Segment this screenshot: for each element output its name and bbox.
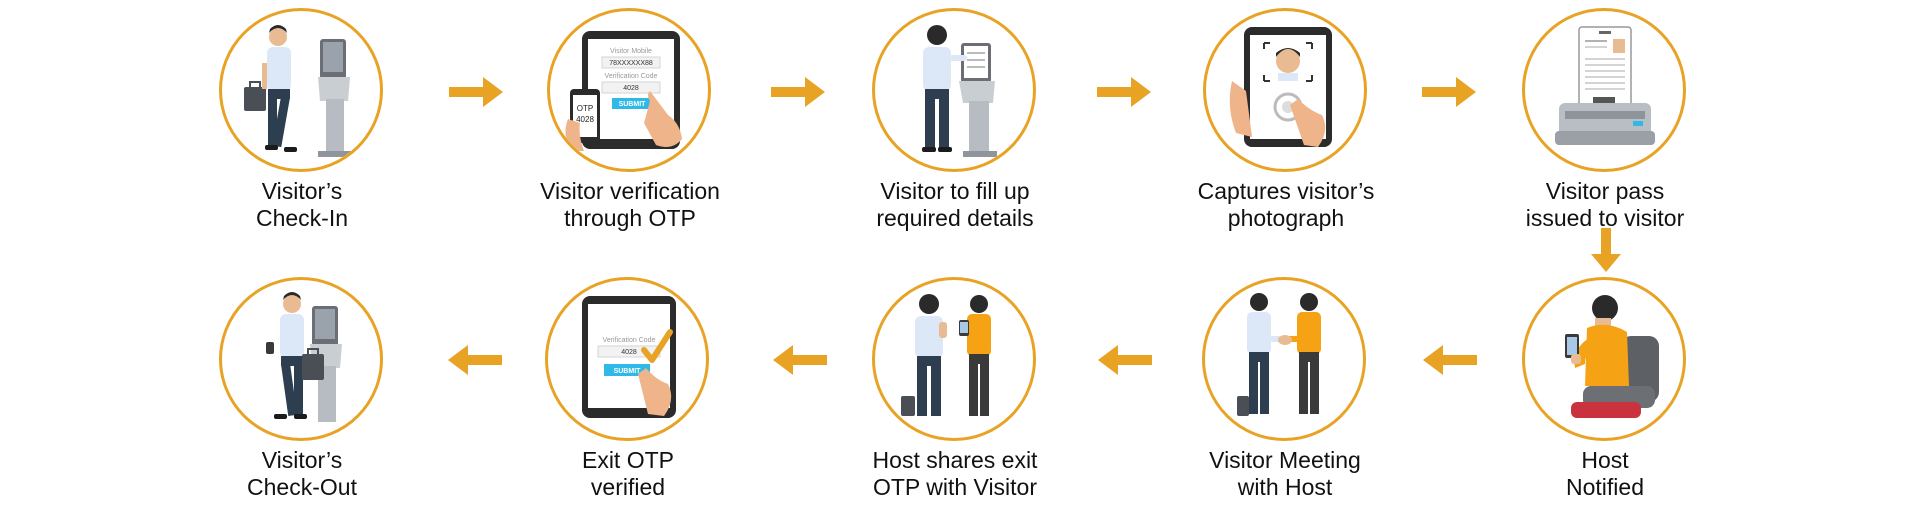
step-visitor-pass: Visitor pass issued to visitor — [1455, 8, 1755, 248]
host-shares-otp-icon — [872, 277, 1036, 441]
arrow-right-icon — [1097, 77, 1151, 107]
visitor-at-kiosk-icon — [872, 8, 1036, 172]
otp-submit-button: SUBMIT — [619, 101, 647, 108]
step-visitor-checkin: Visitor’s Check-In — [152, 8, 452, 248]
step-label: Visitor Meeting with Host — [1135, 447, 1435, 501]
step-label: Exit OTP verified — [478, 447, 778, 501]
step-label-line1: Visitor pass — [1545, 178, 1665, 204]
step-label-line2: issued to visitor — [1525, 205, 1685, 231]
tablet-photo-capture-icon — [1203, 8, 1367, 172]
step-label-line1: Exit OTP — [581, 447, 674, 473]
step-label-line2: photograph — [1227, 205, 1345, 231]
phone-otp-value: 4028 — [576, 115, 594, 124]
step-label-line1: Captures visitor’s — [1197, 178, 1375, 204]
step-exit-otp-verified: Verification Code 4028 SUBMIT Exit OTP v… — [478, 277, 778, 517]
step-otp-verification: Visitor Mobile 78XXXXXX88 Verification C… — [480, 8, 780, 248]
step-host-notified: Host Notified — [1455, 277, 1755, 517]
arrow-right-icon — [1422, 77, 1476, 107]
step-label: Visitor pass issued to visitor — [1455, 178, 1755, 232]
step-label-line2: required details — [876, 205, 1034, 231]
step-meeting: Visitor Meeting with Host — [1135, 277, 1435, 517]
step-label-line2: OTP with Visitor — [872, 474, 1038, 500]
step-label: Visitor verification through OTP — [480, 178, 780, 232]
arrow-down-icon — [1591, 228, 1621, 272]
otp-field2-value: 4028 — [623, 85, 639, 92]
step-label: Host shares exit OTP with Visitor — [805, 447, 1105, 501]
handshake-meeting-icon — [1202, 277, 1366, 441]
arrow-left-icon — [1423, 345, 1477, 375]
otp-field1-label: Visitor Mobile — [610, 48, 652, 55]
step-label-line1: Host shares exit — [872, 447, 1038, 473]
arrow-left-icon — [1098, 345, 1152, 375]
step-label: Visitor to fill up required details — [805, 178, 1105, 232]
arrow-left-icon — [448, 345, 502, 375]
otp-field1-value: 78XXXXXX88 — [609, 60, 653, 67]
step-label-line1: Host — [1581, 447, 1629, 473]
host-notified-phone-icon — [1522, 277, 1686, 441]
step-label-line2: Check-In — [255, 205, 349, 231]
tablet-otp-verification-icon: Visitor Mobile 78XXXXXX88 Verification C… — [547, 8, 711, 172]
step-label-line1: Visitor Meeting — [1209, 447, 1361, 473]
step-label-line2: Notified — [1566, 474, 1644, 500]
visitor-checkout-icon — [219, 277, 383, 441]
arrow-right-icon — [771, 77, 825, 107]
step-fill-details: Visitor to fill up required details — [805, 8, 1105, 248]
step-label-line2: Check-Out — [247, 474, 357, 500]
step-label-line2: through OTP — [564, 205, 696, 231]
step-label-line1: Visitor’s — [261, 447, 343, 473]
tablet-otp-verified-icon: Verification Code 4028 SUBMIT — [545, 277, 709, 441]
exit-otp-field-value: 4028 — [621, 349, 637, 356]
exit-otp-field-label: Verification Code — [603, 337, 656, 344]
visitor-flow-diagram: Visitor’s Check-In Visitor Mobile 78XXXX… — [152, 8, 1755, 500]
step-capture-photo: Captures visitor’s photograph — [1136, 8, 1436, 248]
phone-otp-label: OTP — [577, 104, 593, 113]
step-label: Visitor’s Check-In — [152, 178, 452, 232]
visitor-pass-printer-icon — [1522, 8, 1686, 172]
exit-otp-submit-button: SUBMIT — [614, 368, 642, 375]
step-host-shares-otp: Host shares exit OTP with Visitor — [805, 277, 1105, 517]
step-label-line2: verified — [590, 474, 666, 500]
step-label: Host Notified — [1455, 447, 1755, 501]
checkmark-icon — [641, 329, 673, 363]
step-visitor-checkout: Visitor’s Check-Out — [152, 277, 452, 517]
step-label-line1: Visitor to fill up — [880, 178, 1030, 204]
arrow-left-icon — [773, 345, 827, 375]
otp-field2-label: Verification Code — [605, 73, 658, 80]
arrow-right-icon — [449, 77, 503, 107]
step-label: Visitor’s Check-Out — [152, 447, 452, 501]
visitor-checkin-kiosk-icon — [219, 8, 383, 172]
step-label-line1: Visitor’s — [261, 178, 343, 204]
step-label-line2: with Host — [1237, 474, 1333, 500]
step-label-line1: Visitor verification — [540, 178, 720, 204]
step-label: Captures visitor’s photograph — [1136, 178, 1436, 232]
